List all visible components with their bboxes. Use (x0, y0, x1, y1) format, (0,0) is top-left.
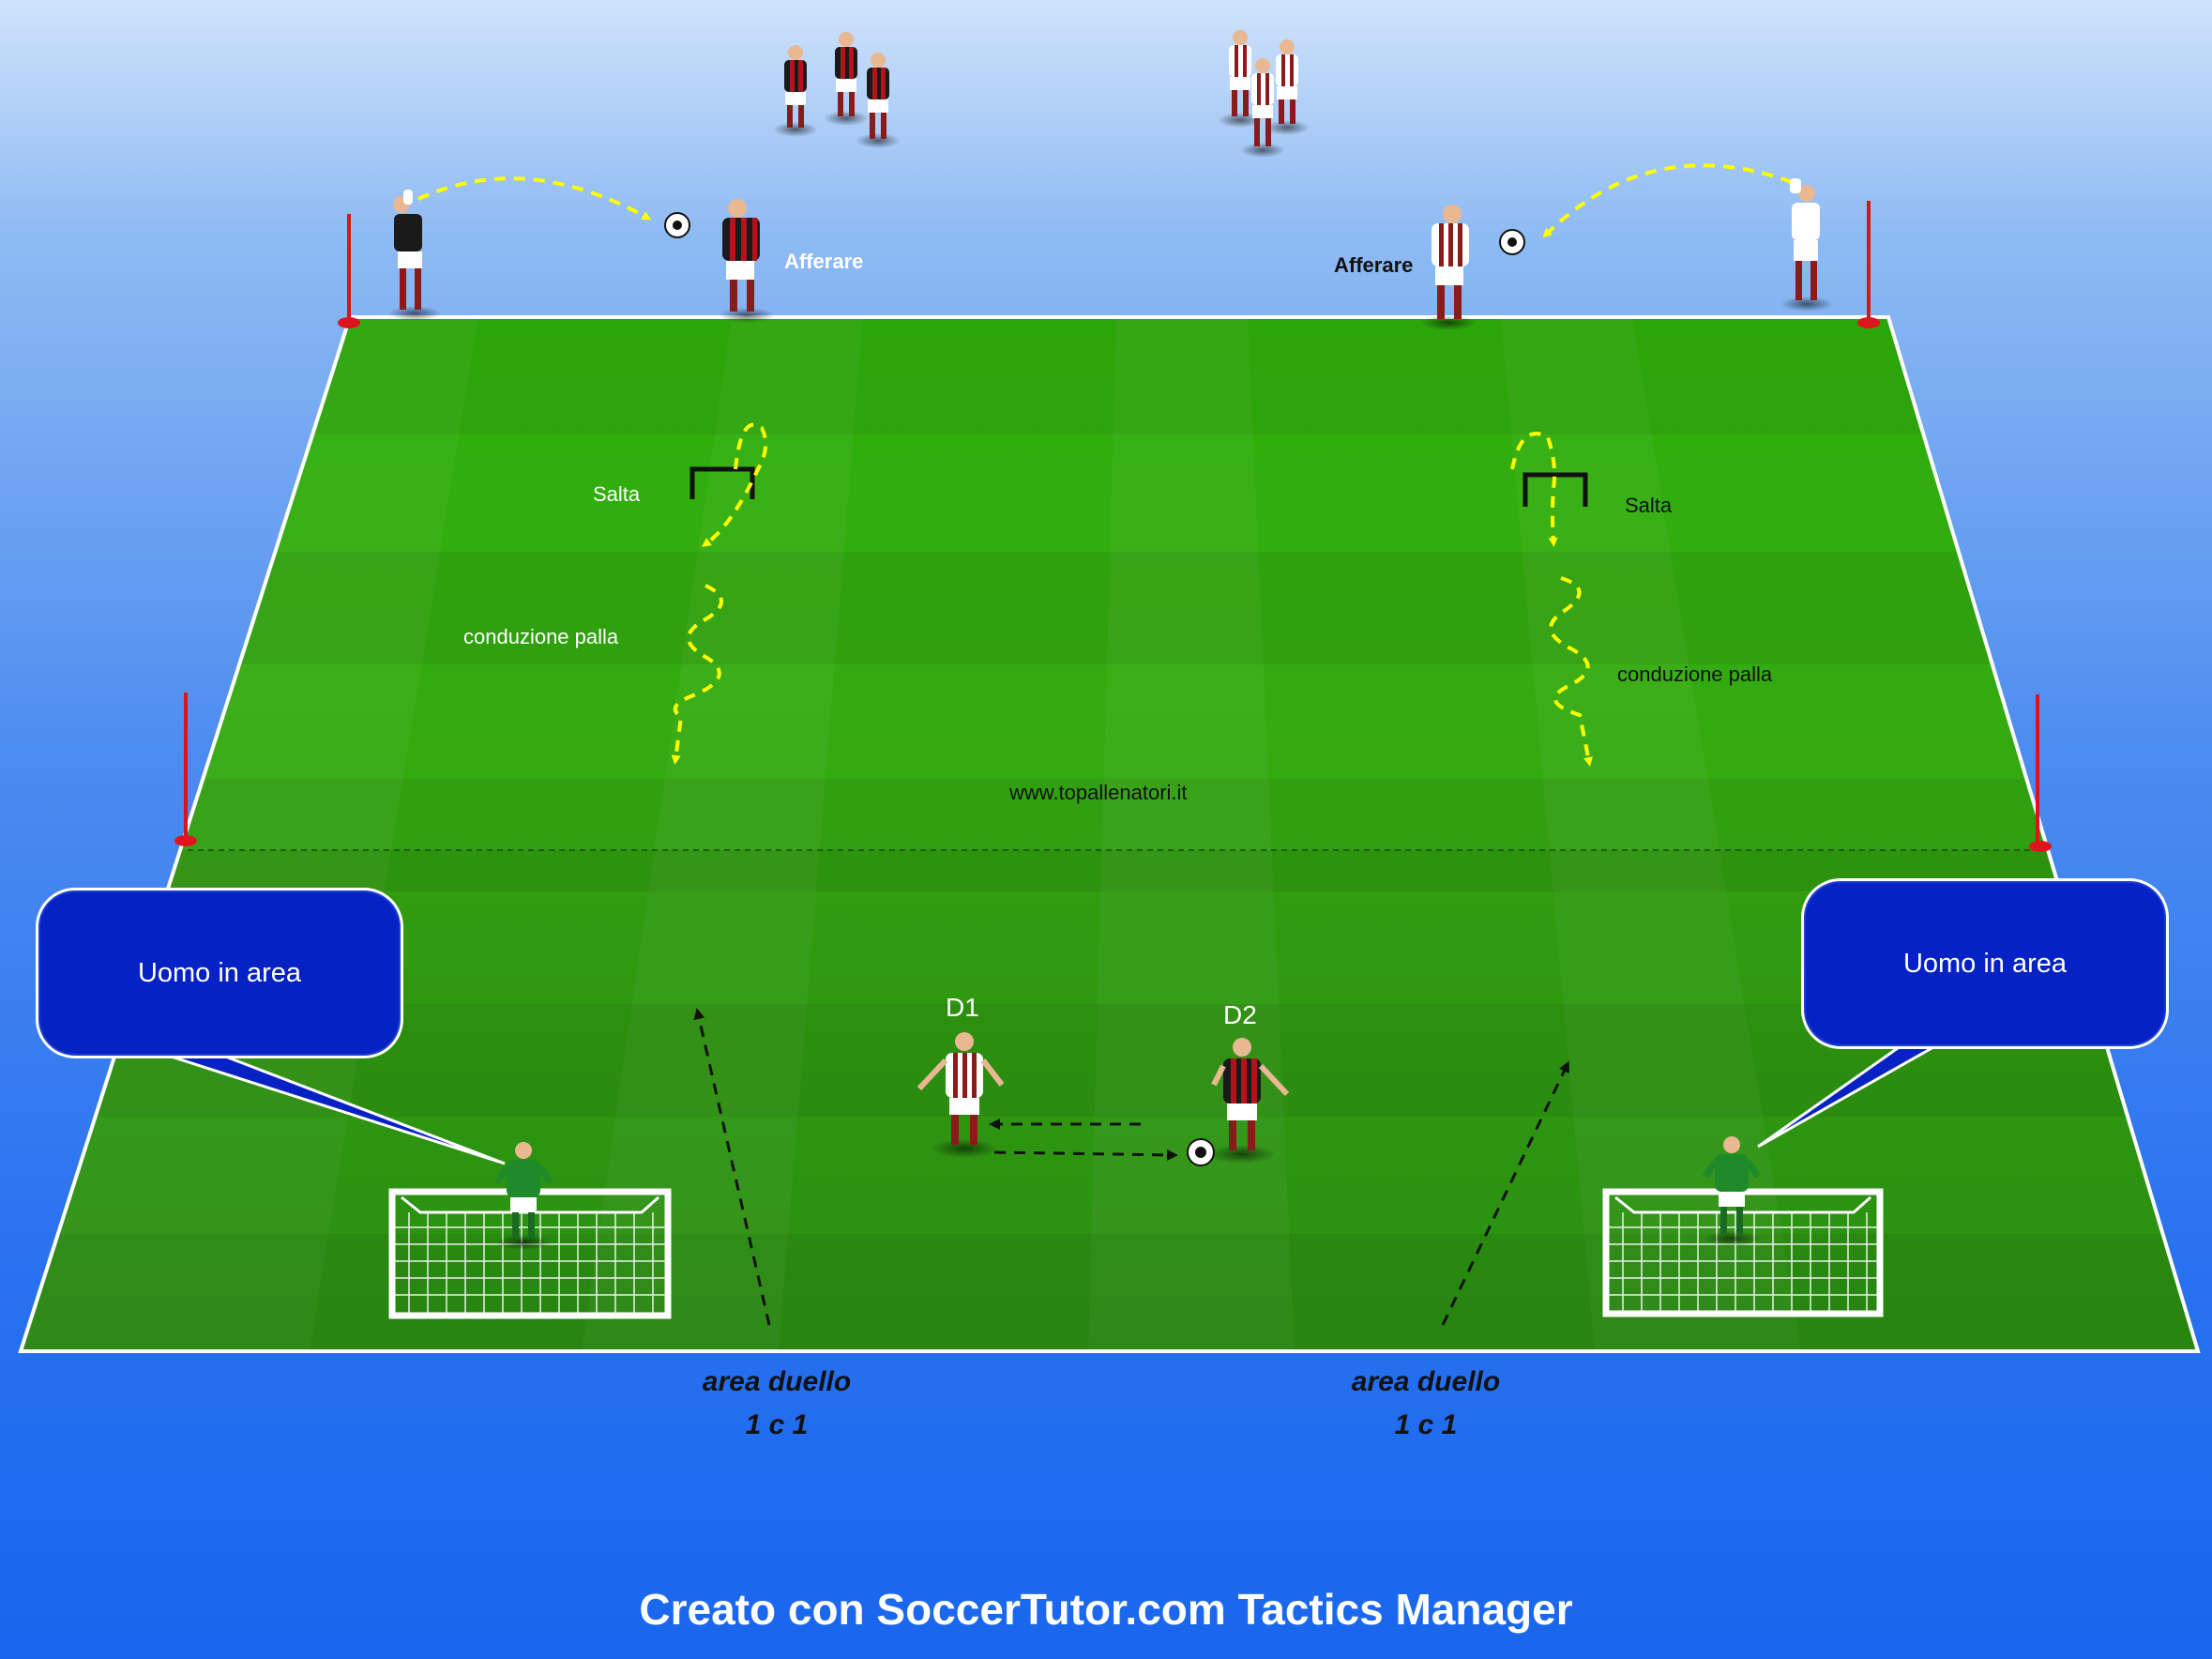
zone-label-left: area duello 1 c 1 (655, 1361, 899, 1447)
player-icon (1240, 58, 1285, 158)
zone-label-right-line2: 1 c 1 (1394, 1409, 1458, 1440)
players (388, 30, 1833, 1250)
zone-label-left-line1: area duello (702, 1366, 852, 1397)
player-label-d2: D2 (1223, 1000, 1257, 1029)
catch-label-right: Afferare (1334, 253, 1414, 277)
player-icon (917, 1032, 1005, 1158)
player-icon (1420, 205, 1477, 330)
callout-right-text: Uomo in area (1902, 948, 2068, 979)
catch-label-left: Afferare (784, 250, 864, 273)
ball-icon (664, 212, 1525, 1166)
callout-left: Uomo in area (36, 888, 403, 1058)
zone-label-left-line2: 1 c 1 (745, 1409, 809, 1440)
jump-label-left: Salta (593, 482, 641, 506)
player-icon (388, 190, 441, 321)
arrow-icon (417, 163, 1793, 767)
dribble-label-left: conduzione palla (463, 625, 619, 648)
player-icon (856, 53, 901, 148)
player-icon (1265, 39, 1310, 135)
player-icon (1780, 178, 1833, 312)
website-label: www.topallenatori.it (1009, 781, 1188, 804)
player-icon (773, 45, 818, 137)
player-icon (1703, 1136, 1761, 1246)
player-icon (824, 32, 869, 126)
player-icon (1208, 1038, 1290, 1164)
player-icon (719, 199, 775, 323)
dribble-label-right: conduzione palla (1617, 662, 1773, 686)
pole-icon (174, 201, 2052, 852)
footer-credit: Creato con SoccerTutor.com Tactics Manag… (639, 1585, 1573, 1634)
jump-label-right: Salta (1625, 494, 1673, 517)
player-label-d1: D1 (946, 993, 979, 1022)
zone-label-right-line1: area duello (1351, 1366, 1501, 1397)
zone-label-right: area duello 1 c 1 (1304, 1361, 1548, 1447)
player-icon (494, 1142, 553, 1250)
player-icon (1218, 30, 1263, 128)
arrow-icon (693, 1008, 1569, 1326)
callout-left-text: Uomo in area (137, 957, 302, 988)
callout-right: Uomo in area (1801, 878, 2169, 1049)
